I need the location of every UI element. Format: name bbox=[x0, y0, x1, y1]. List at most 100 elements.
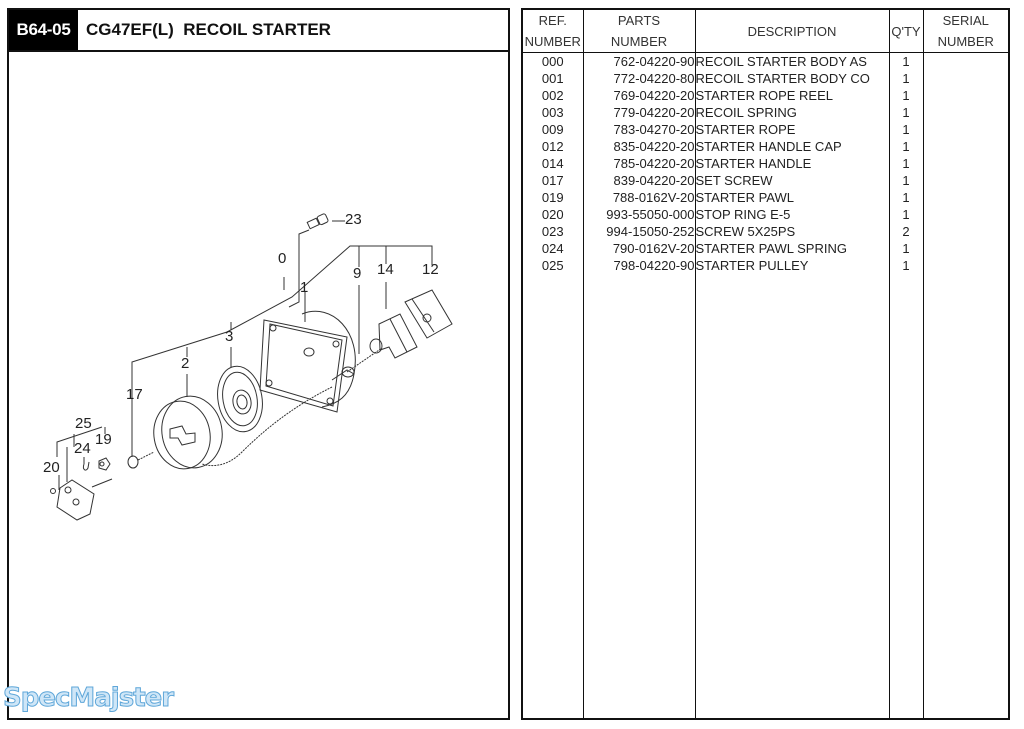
qty-cell: 1 bbox=[888, 138, 923, 155]
qty-cell: 1 bbox=[888, 52, 923, 70]
part-number-cell: 790-0162V-20 bbox=[582, 240, 695, 257]
part-number-cell: 993-55050-000 bbox=[582, 206, 695, 223]
parts-header-line1: PARTS bbox=[617, 13, 661, 28]
description-cell: STARTER ROPE bbox=[694, 121, 889, 138]
stop-ring[interactable] bbox=[50, 488, 56, 494]
part-number-cell: 835-04220-20 bbox=[582, 138, 695, 155]
recoil-spring[interactable] bbox=[213, 363, 268, 436]
ref-number-cell: 025 bbox=[541, 258, 564, 273]
ref-number-cell: 017 bbox=[541, 173, 564, 188]
description-cell: STARTER HANDLE CAP bbox=[694, 138, 889, 155]
serial-number-cell bbox=[922, 189, 1008, 206]
callout-14[interactable]: 14 bbox=[377, 261, 394, 278]
qty-cell: 1 bbox=[888, 189, 923, 206]
callout-0[interactable]: 0 bbox=[278, 250, 287, 267]
serial-number-cell bbox=[922, 223, 1008, 240]
col-header-ref: REF. NUMBER bbox=[523, 10, 583, 53]
set-screw[interactable] bbox=[127, 451, 155, 469]
qty-cell: 1 bbox=[888, 87, 923, 104]
callout-2[interactable]: 2 bbox=[181, 355, 190, 372]
serial-number-cell bbox=[922, 121, 1008, 138]
callout-20[interactable]: 20 bbox=[43, 459, 60, 476]
col-header-description: DESCRIPTION bbox=[694, 10, 889, 53]
parts-table: REF. NUMBER PARTS NUMBER DESCRIPTION Q'T… bbox=[523, 10, 1008, 718]
section-code: B64-05 bbox=[9, 10, 78, 50]
starter-pawl[interactable] bbox=[98, 457, 111, 471]
qty-cell: 1 bbox=[888, 121, 923, 138]
serial-number-cell bbox=[922, 87, 1008, 104]
starter-pawl-spring[interactable] bbox=[83, 461, 90, 471]
qty-cell: 2 bbox=[888, 223, 923, 240]
description-cell: STOP RING E-5 bbox=[694, 206, 889, 223]
diagram-header: B64-05 CG47EF(L) RECOIL STARTER bbox=[9, 10, 508, 52]
callout-24[interactable]: 24 bbox=[74, 440, 91, 457]
diagram-panel: B64-05 CG47EF(L) RECOIL STARTER bbox=[7, 8, 510, 720]
callout-19[interactable]: 19 bbox=[95, 431, 112, 448]
callout-23[interactable]: 23 bbox=[345, 211, 362, 228]
recoil-starter-body-case[interactable] bbox=[259, 310, 356, 413]
ref-number-cell: 019 bbox=[541, 190, 564, 205]
callout-3[interactable]: 3 bbox=[225, 328, 234, 345]
parts-header-line2: NUMBER bbox=[610, 34, 668, 49]
qty-cell: 1 bbox=[888, 172, 923, 189]
starter-handle[interactable] bbox=[369, 313, 418, 359]
part-number-cell: 762-04220-90 bbox=[582, 52, 695, 70]
qty-cell: 1 bbox=[888, 155, 923, 172]
serial-header-line2: NUMBER bbox=[937, 34, 994, 49]
part-number-cell: 798-04220-90 bbox=[582, 257, 695, 274]
starter-rope[interactable] bbox=[201, 347, 383, 466]
serial-number-cell bbox=[922, 206, 1008, 223]
ref-number-cell: 000 bbox=[541, 54, 564, 69]
description-cell: RECOIL SPRING bbox=[694, 104, 889, 121]
table-filler-row bbox=[523, 274, 1008, 718]
serial-number-cell bbox=[922, 70, 1008, 87]
col-header-parts-number: PARTS NUMBER bbox=[582, 10, 695, 53]
callout-25[interactable]: 25 bbox=[75, 415, 92, 432]
callout-12[interactable]: 12 bbox=[422, 261, 439, 278]
ref-number-cell: 003 bbox=[541, 105, 564, 120]
screw-part[interactable] bbox=[306, 213, 329, 230]
description-cell: RECOIL STARTER BODY CO bbox=[694, 70, 889, 87]
filler-cell bbox=[523, 274, 583, 718]
serial-number-cell bbox=[922, 138, 1008, 155]
filler-cell bbox=[922, 274, 1008, 718]
description-cell: STARTER PULLEY bbox=[694, 257, 889, 274]
serial-header-line1: SERIAL bbox=[942, 13, 989, 28]
serial-number-cell bbox=[922, 172, 1008, 189]
section-title: CG47EF(L) RECOIL STARTER bbox=[86, 20, 331, 39]
starter-handle-cap[interactable] bbox=[404, 289, 453, 339]
starter-pulley[interactable] bbox=[56, 479, 95, 521]
part-number-cell: 839-04220-20 bbox=[582, 172, 695, 189]
callout-1[interactable]: 1 bbox=[300, 279, 309, 296]
ref-number-cell: 020 bbox=[541, 207, 564, 222]
description-cell: STARTER ROPE REEL bbox=[694, 87, 889, 104]
ref-number-cell: 002 bbox=[541, 88, 564, 103]
serial-number-cell bbox=[922, 155, 1008, 172]
col-header-serial: SERIAL NUMBER bbox=[922, 10, 1008, 53]
filler-cell bbox=[582, 274, 695, 718]
parts-list: REF. NUMBER PARTS NUMBER DESCRIPTION Q'T… bbox=[521, 8, 1010, 720]
part-number-cell: 783-04270-20 bbox=[582, 121, 695, 138]
callout-17[interactable]: 17 bbox=[126, 386, 143, 403]
ref-number-cell: 001 bbox=[541, 71, 564, 86]
callout-9[interactable]: 9 bbox=[353, 265, 362, 282]
starter-rope-reel[interactable] bbox=[149, 391, 228, 473]
serial-number-cell bbox=[922, 104, 1008, 121]
part-number-cell: 779-04220-20 bbox=[582, 104, 695, 121]
filler-cell bbox=[694, 274, 889, 718]
part-number-cell: 788-0162V-20 bbox=[582, 189, 695, 206]
ref-number-cell: 023 bbox=[541, 224, 564, 239]
